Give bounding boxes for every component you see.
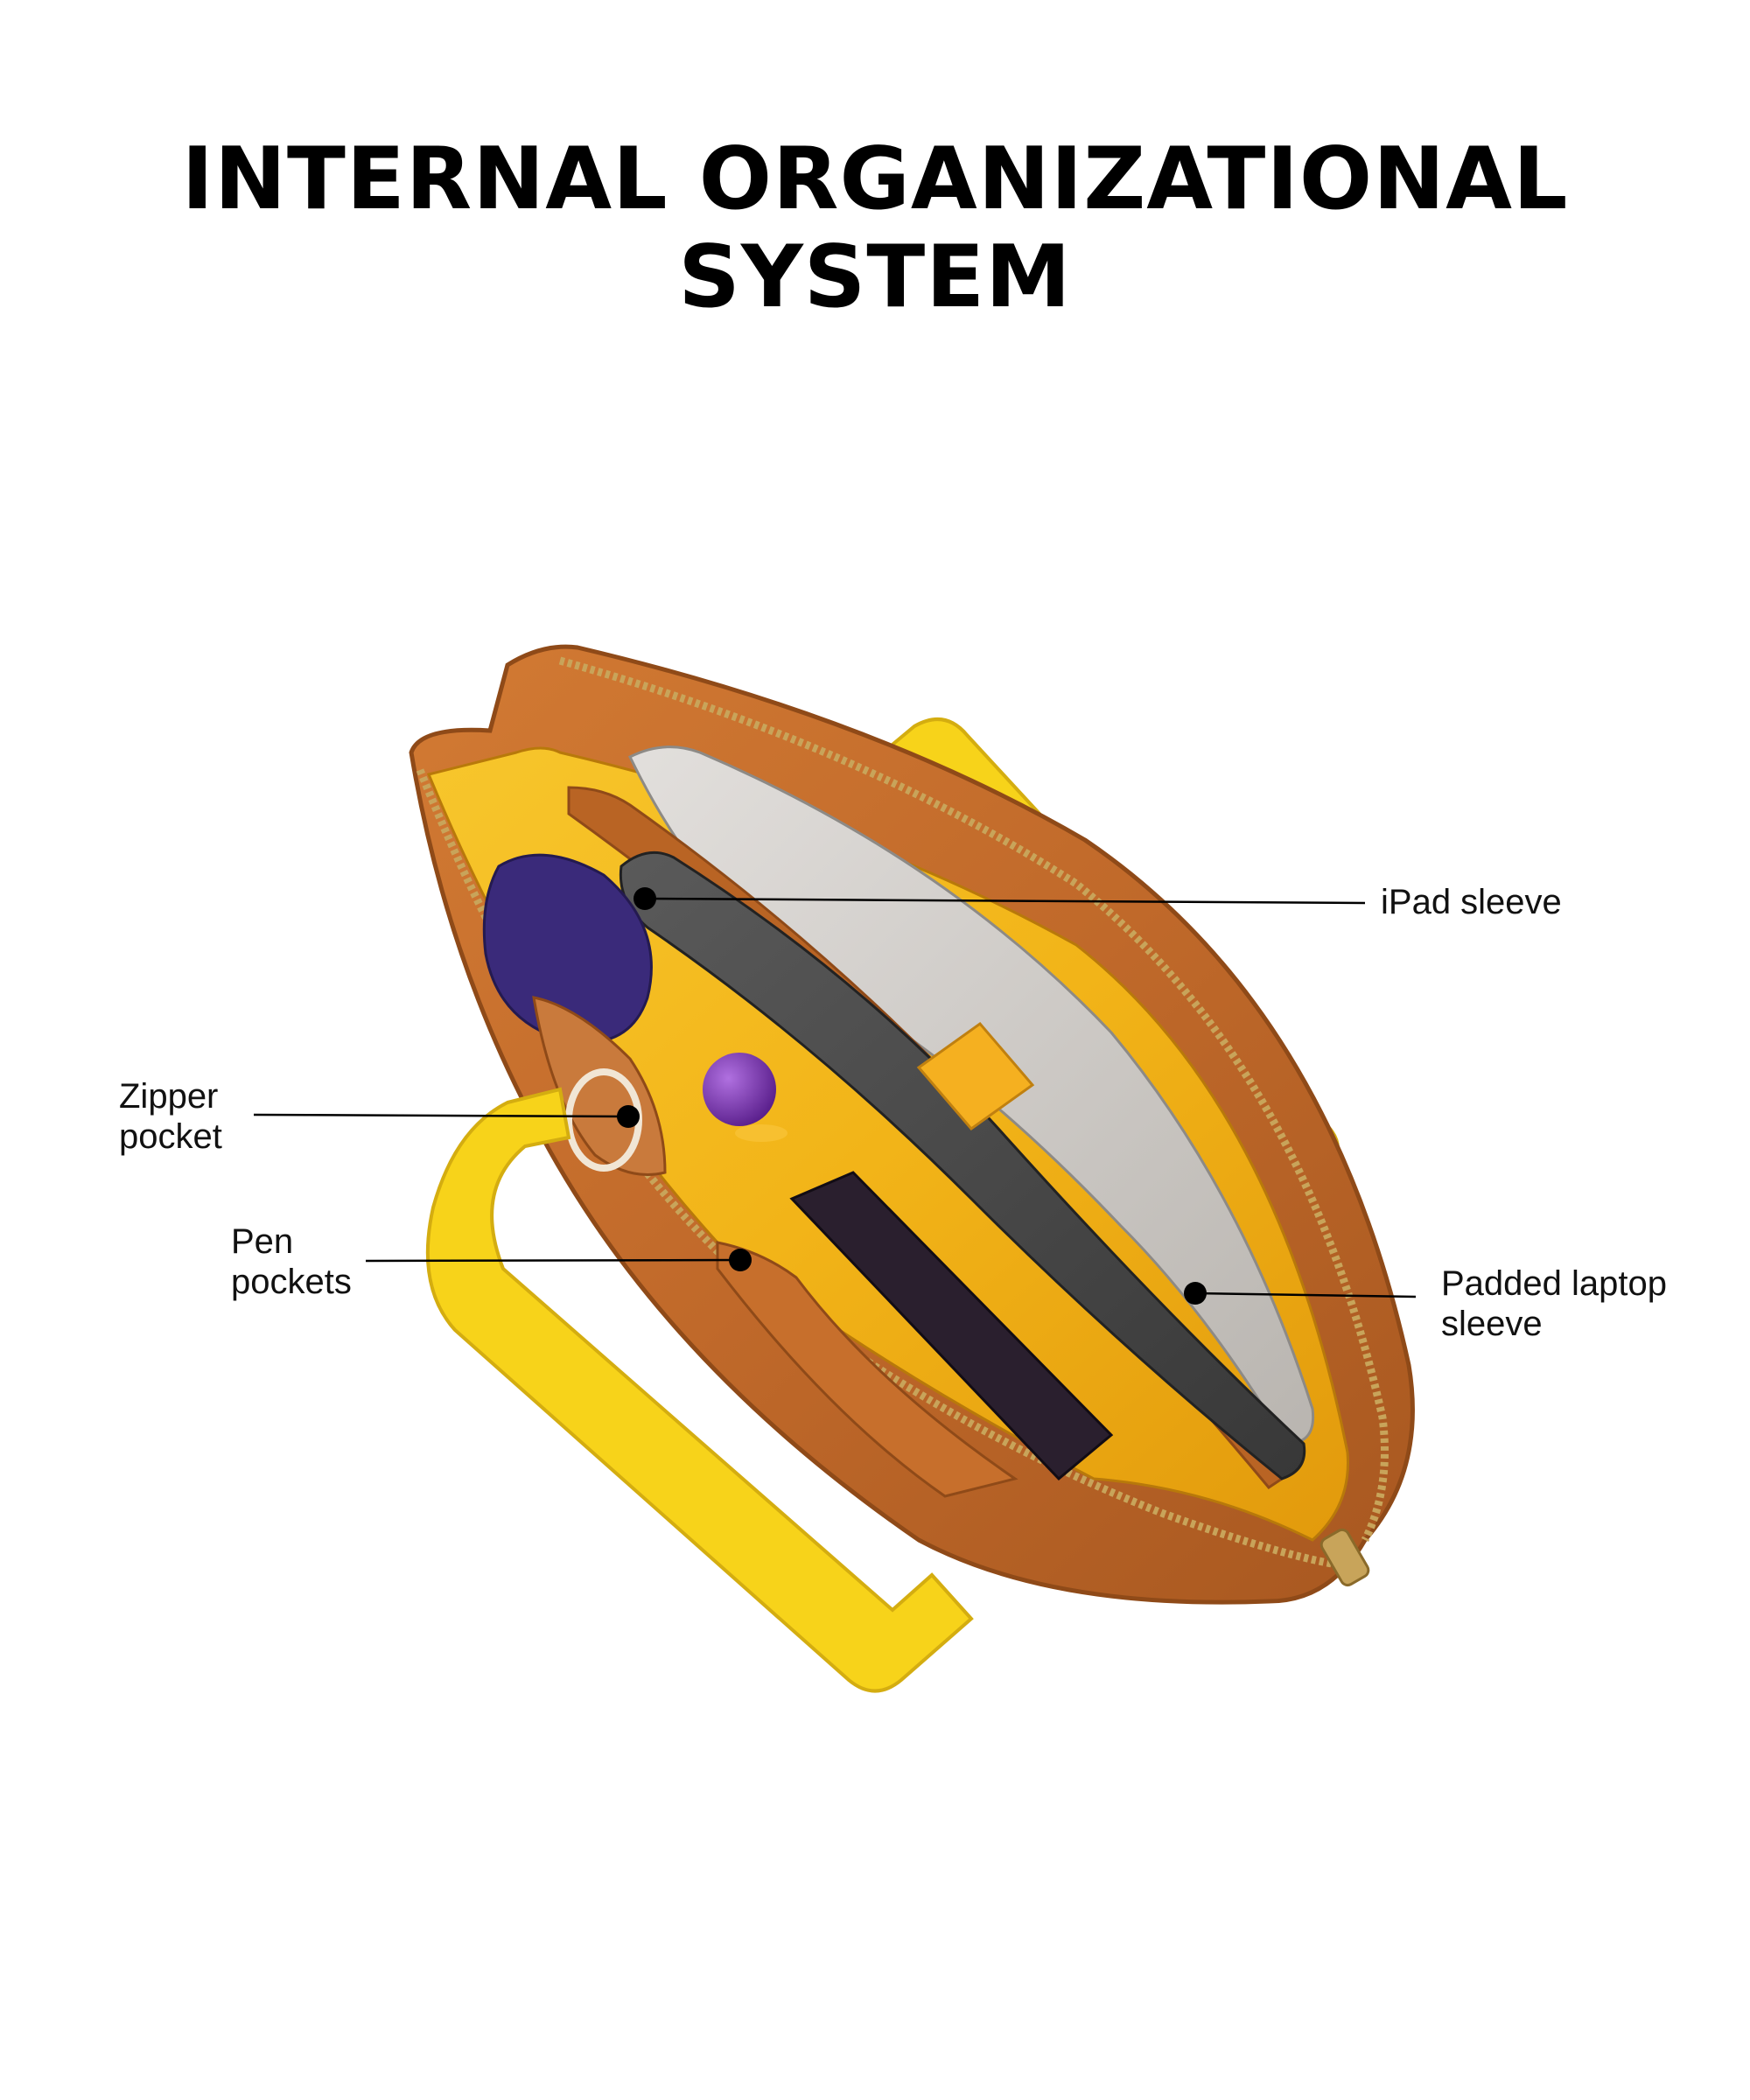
sleeve-strap (916, 1021, 1035, 1131)
callout-laptop-line-2: sleeve (1441, 1305, 1543, 1343)
callout-zipper-line-1: Zipper (119, 1077, 219, 1116)
callout-leaders (253, 887, 1417, 1305)
pen-leader (365, 1258, 741, 1263)
ipad-leader (644, 897, 1366, 905)
ipad-dot (634, 887, 656, 910)
callout-ipad-sleeve: iPad sleeve (1381, 882, 1562, 922)
back-zipper (558, 656, 1389, 1543)
laptop-dot (1184, 1282, 1207, 1305)
callout-zipper-line-2: pocket (119, 1117, 222, 1156)
zipper-dot (617, 1105, 640, 1128)
laptop-leader (1194, 1292, 1417, 1298)
energy-bar (789, 1171, 1114, 1481)
pen-dot (729, 1249, 752, 1271)
zipper-pull (1320, 1528, 1370, 1587)
front-handle (425, 1087, 974, 1693)
callout-pen-line-1: Pen (231, 1222, 294, 1261)
ipad (619, 850, 1306, 1480)
callout-padded-laptop-sleeve: Padded laptop sleeve (1441, 1264, 1667, 1344)
page-title-line-1: INTERNAL ORGANIZATIONAL (181, 130, 1569, 229)
callout-ipad-line-1: iPad sleeve (1381, 883, 1562, 921)
callout-laptop-line-1: Padded laptop (1441, 1264, 1668, 1303)
callout-zipper-pocket: Zipper pocket (119, 1076, 222, 1157)
purple-pouch (482, 853, 653, 1044)
zipper-leader (253, 1113, 629, 1118)
purple-ball (703, 1053, 776, 1126)
page-title-line-2: SYSTEM (678, 228, 1072, 327)
callout-pen-pockets: Pen pockets (231, 1222, 352, 1302)
pen-pocket-flap (716, 1241, 1018, 1498)
callout-pen-line-2: pockets (231, 1263, 352, 1301)
